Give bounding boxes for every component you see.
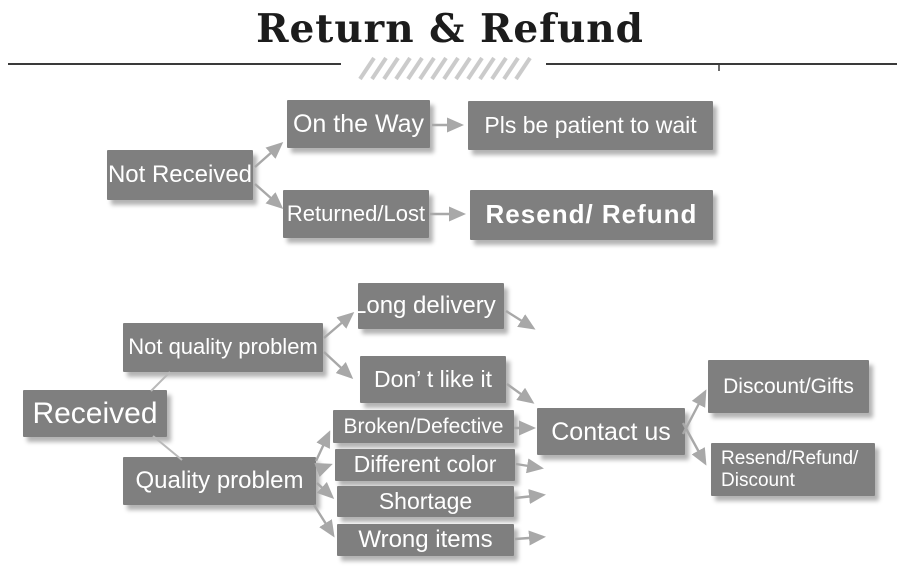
- edge-not-quality-to-long-delivery: [323, 312, 355, 339]
- edge-dont-like-to-contact-us: [506, 383, 535, 404]
- node-received: Received: [23, 390, 167, 437]
- edge-contact-us-to-discount-gifts: [681, 389, 707, 435]
- edge-not-received-to-returned-lost: [254, 183, 284, 209]
- node-contact-us: Contact us: [537, 408, 685, 455]
- title-divider: [8, 63, 897, 71]
- edge-quality-to-broken: [314, 430, 331, 462]
- edge-quality-to-different-color: [314, 463, 333, 478]
- edge-different-color-to-contact-us: [515, 458, 544, 474]
- edge-received-to-not-quality-problem: [150, 371, 171, 392]
- edge-not-quality-to-dont-like: [323, 351, 354, 380]
- edge-wrong-items-to-contact-us: [514, 530, 546, 546]
- node-resend-refund: Resend/ Refund: [470, 190, 713, 240]
- node-discount-gifts: Discount/Gifts: [708, 360, 869, 413]
- page-title: Return & Refund: [256, 6, 644, 52]
- edge-shortage-to-contact-us: [514, 489, 546, 504]
- node-on-the-way: On the Way: [287, 100, 430, 148]
- edge-quality-to-shortage: [316, 481, 335, 500]
- node-dont-like-it: Don’ t like it: [360, 356, 506, 403]
- edge-not-received-to-on-the-way: [254, 142, 284, 168]
- node-different-color: Different color: [335, 449, 515, 481]
- node-quality-problem: Quality problem: [123, 457, 316, 505]
- node-wrong-items: Wrong items: [337, 524, 514, 556]
- edge-quality-to-wrong-items: [312, 504, 335, 538]
- node-pls-be-patient: Pls be patient to wait: [468, 101, 713, 150]
- node-not-quality-problem: Not quality problem: [123, 323, 323, 372]
- node-shortage: Shortage: [337, 486, 514, 517]
- node-returned-lost: Returned/Lost: [283, 190, 429, 238]
- node-not-received: Not Received: [107, 150, 253, 200]
- node-long-delivery: Long delivery: [358, 283, 504, 329]
- hatch-decoration: [358, 56, 532, 81]
- edge-long-delivery-out: [505, 309, 536, 330]
- node-resend-refund-discount: Resend/Refund/ Discount: [711, 443, 875, 496]
- node-broken-defective: Broken/Defective: [333, 410, 514, 443]
- edge-contact-us-to-resend-refund-discount: [681, 422, 707, 466]
